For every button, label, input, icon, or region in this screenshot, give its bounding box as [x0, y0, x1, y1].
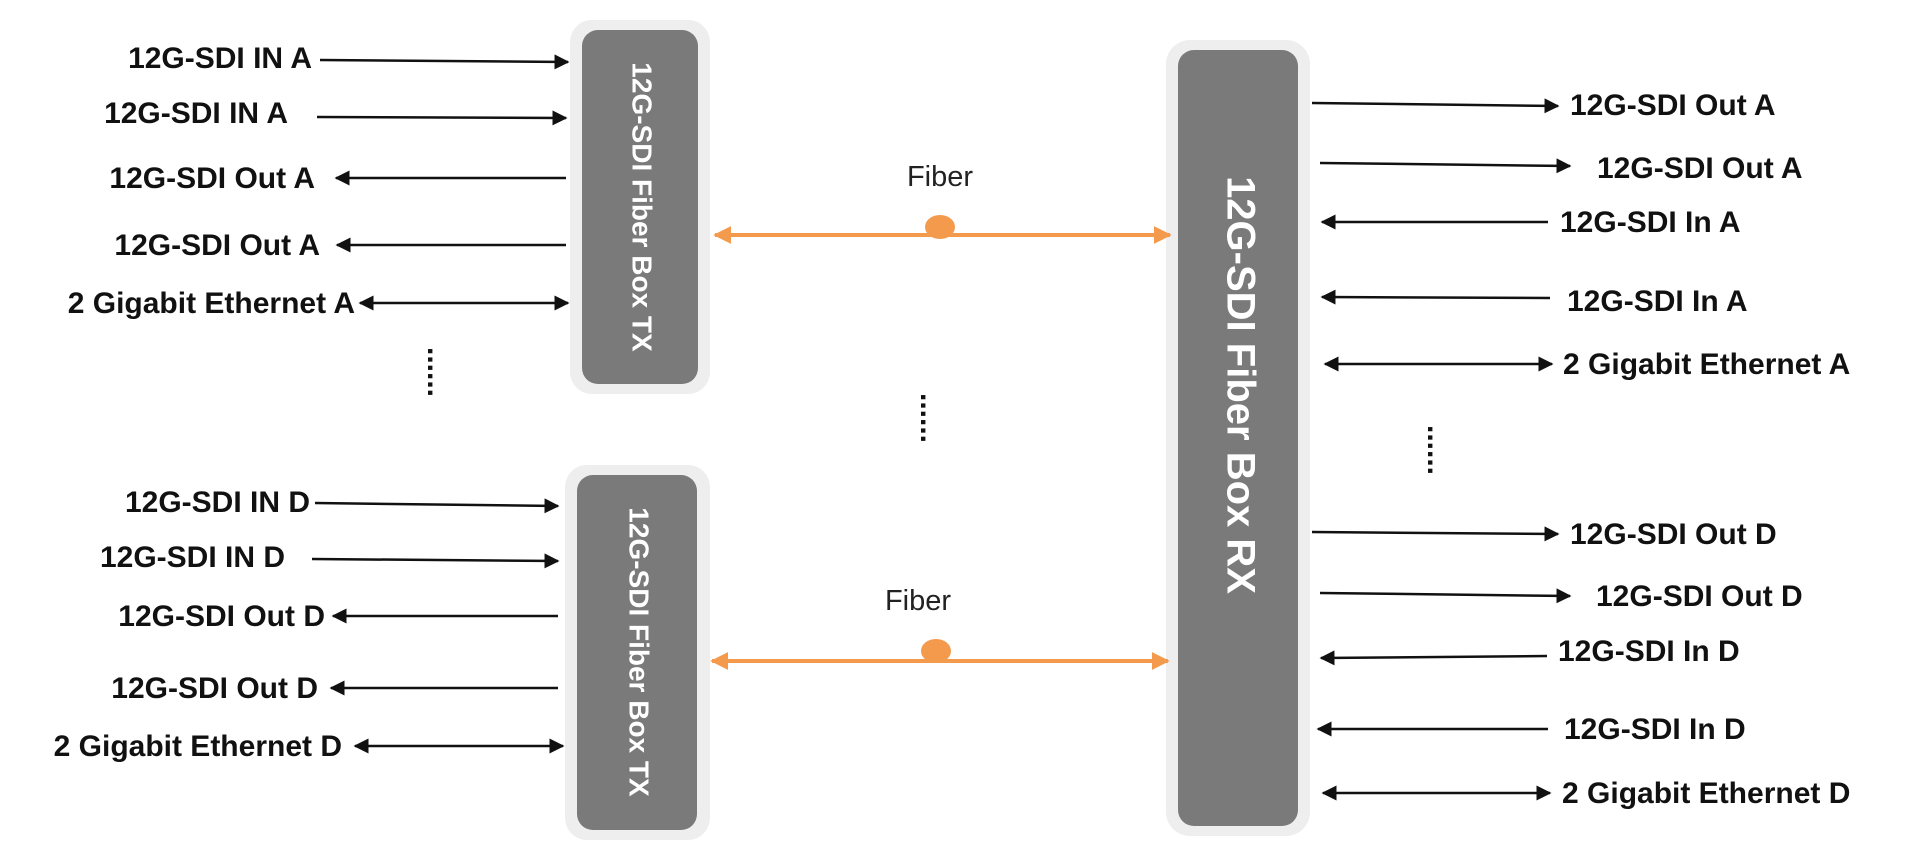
port-row: 12G-SDI Out A	[109, 162, 566, 195]
rx-box: 12G-SDI Fiber Box RX	[1166, 40, 1310, 836]
tx-a-port-list: 12G-SDI IN A 12G-SDI IN A 12G-SDI Out A 12G…	[68, 42, 570, 320]
port-label: 12G-SDI Out A	[1570, 89, 1776, 122]
tx-box-a-title: 12G-SDI Fiber Box TX	[627, 62, 658, 352]
signal-arrow	[1319, 650, 1548, 666]
port-row: 12G-SDI In D	[1319, 635, 1740, 668]
signal-arrow	[1311, 98, 1560, 114]
port-label: 12G-SDI Out D	[118, 600, 325, 633]
signal-arrow	[314, 498, 560, 514]
fiber-ellipsis: ......	[914, 393, 947, 443]
port-label: 12G-SDI Out D	[1570, 518, 1777, 551]
port-label: 12G-SDI Out D	[1596, 580, 1803, 613]
port-row: 12G-SDI Out A	[114, 229, 566, 262]
port-row: 2 Gigabit Ethernet D	[54, 730, 565, 763]
signal-arrow	[316, 110, 568, 126]
signal-arrow	[311, 553, 560, 569]
port-row: 12G-SDI In A	[1320, 285, 1748, 318]
port-label: 12G-SDI In A	[1560, 206, 1741, 239]
fiber-a-label: Fiber	[907, 161, 973, 193]
rx-ellipsis: ......	[1421, 425, 1454, 475]
port-row: 2 Gigabit Ethernet A	[68, 287, 570, 320]
tx-d-port-list: 12G-SDI IN D 12G-SDI IN D 12G-SDI Out D 12G…	[54, 486, 565, 763]
signal-arrow	[319, 54, 570, 70]
tx-box-a: 12G-SDI Fiber Box TX	[570, 20, 710, 394]
signal-arrow	[1311, 526, 1560, 542]
port-label: 12G-SDI In A	[1567, 285, 1748, 318]
port-label: 2 Gigabit Ethernet D	[54, 730, 342, 763]
tx-ellipsis: ......	[421, 347, 454, 397]
port-row: 12G-SDI IN D	[125, 486, 560, 519]
port-label: 12G-SDI Out A	[109, 162, 315, 195]
port-row: 12G-SDI Out A	[1319, 152, 1803, 185]
signal-arrow	[1319, 158, 1572, 174]
fiber-a-connector	[925, 215, 955, 239]
port-row: 12G-SDI Out D	[1319, 580, 1803, 613]
port-row: 12G-SDI In D	[1316, 713, 1746, 746]
port-label: 2 Gigabit Ethernet D	[1562, 777, 1850, 810]
fiber-link-d: Fiber	[710, 585, 1170, 670]
port-row: 12G-SDI IN D	[100, 541, 560, 574]
port-label: 2 Gigabit Ethernet A	[68, 287, 355, 320]
signal-arrow	[1319, 588, 1572, 604]
fiber-d-label: Fiber	[885, 585, 951, 617]
port-row: 12G-SDI IN A	[104, 97, 568, 130]
fiber-link-a: Fiber	[713, 161, 1172, 244]
rx-box-title: 12G-SDI Fiber Box RX	[1218, 176, 1262, 594]
port-label: 12G-SDI In D	[1558, 635, 1740, 668]
port-label: 12G-SDI IN D	[100, 541, 285, 574]
port-row: 12G-SDI In A	[1320, 206, 1741, 239]
tx-box-d-title: 12G-SDI Fiber Box TX	[624, 507, 655, 797]
port-label: 12G-SDI Out A	[1597, 152, 1803, 185]
port-label: 12G-SDI Out A	[114, 229, 320, 262]
port-label: 12G-SDI IN A	[104, 97, 288, 130]
port-row: 2 Gigabit Ethernet D	[1321, 777, 1850, 810]
port-row: 12G-SDI Out A	[1311, 89, 1776, 122]
port-row: 12G-SDI IN A	[128, 42, 570, 75]
fiber-d-connector	[921, 639, 951, 663]
port-row: 12G-SDI Out D	[118, 600, 558, 633]
port-label: 12G-SDI In D	[1564, 713, 1746, 746]
rx-port-list: 12G-SDI Out A 12G-SDI Out A 12G-SDI In A 12…	[1311, 89, 1850, 810]
port-row: 12G-SDI Out D	[111, 672, 558, 705]
port-row: 12G-SDI Out D	[1311, 518, 1777, 551]
signal-arrow	[1320, 289, 1551, 305]
port-row: 2 Gigabit Ethernet A	[1323, 348, 1850, 381]
port-label: 12G-SDI IN A	[128, 42, 312, 75]
port-label: 2 Gigabit Ethernet A	[1563, 348, 1850, 381]
port-label: 12G-SDI Out D	[111, 672, 318, 705]
tx-box-d: 12G-SDI Fiber Box TX	[565, 465, 710, 840]
port-label: 12G-SDI IN D	[125, 486, 310, 519]
